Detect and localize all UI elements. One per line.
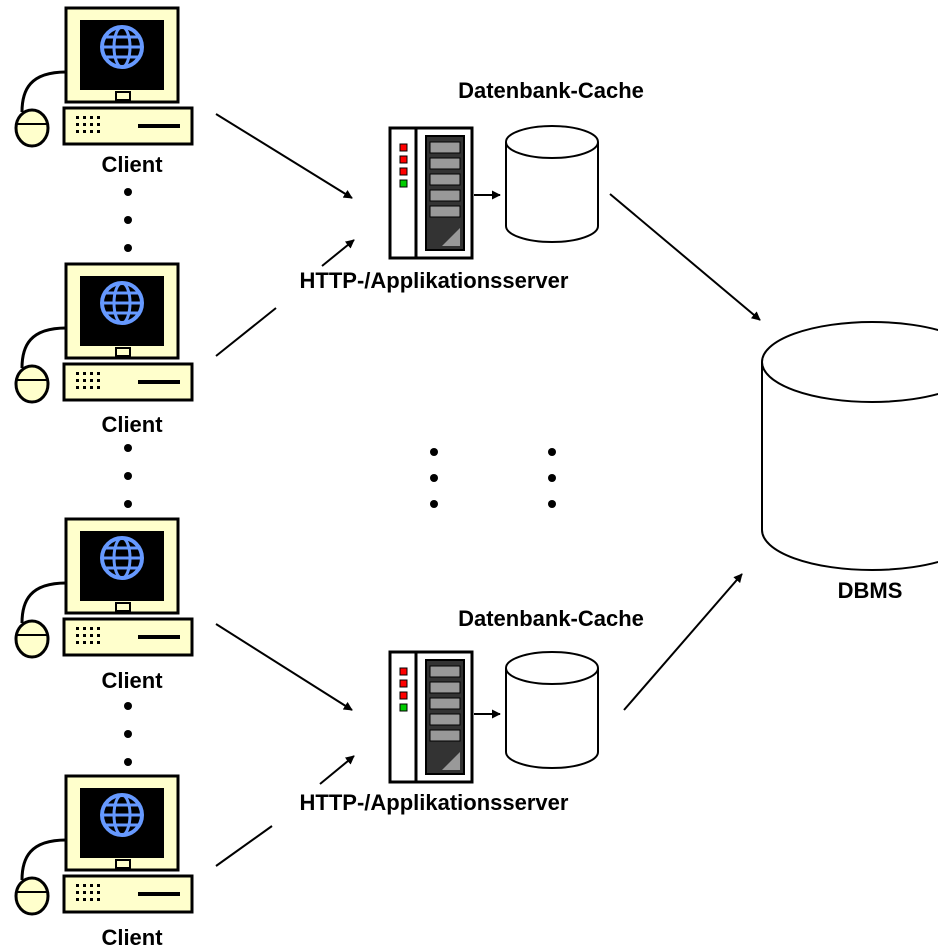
arrow-into-server1	[321, 239, 355, 267]
client-2: Client	[14, 262, 194, 437]
arrow-client3-to-server2	[215, 623, 353, 711]
client-3: Client	[14, 517, 194, 693]
client-label: Client	[101, 152, 163, 177]
server-row-1: Datenbank-Cache HTTP-/Applikationsserver	[300, 78, 644, 293]
database-cylinder-icon	[505, 651, 599, 769]
client-4: Client	[14, 774, 194, 950]
database-cylinder-top	[761, 321, 938, 403]
client-computer-icon	[14, 517, 194, 659]
arrow-into-server2	[319, 755, 355, 785]
cache-label: Datenbank-Cache	[458, 606, 644, 631]
server-label: HTTP-/Applikationsserver	[300, 268, 569, 293]
ellipsis-dots-servers	[430, 448, 556, 508]
client-1: Client	[14, 6, 194, 177]
client-label: Client	[101, 668, 163, 693]
line-client2-to-server1	[215, 307, 277, 357]
client-label: Client	[101, 412, 163, 437]
ellipsis-dots-clients	[124, 188, 132, 766]
arrow-client1-to-server1	[215, 113, 353, 199]
server-row-2: Datenbank-Cache HTTP-/Applikationsserver	[300, 606, 644, 815]
line-client4-to-server2	[215, 825, 273, 867]
client-label: Client	[101, 925, 163, 950]
dbms: DBMS	[761, 321, 938, 603]
arrow-cache1-to-dbms	[609, 193, 761, 321]
client-computer-icon	[14, 774, 194, 916]
database-cylinder-icon	[505, 125, 599, 243]
dbms-label: DBMS	[838, 578, 903, 603]
arrow-cache2-to-dbms	[623, 573, 743, 711]
server-tower-icon	[388, 126, 474, 260]
connection-arrows	[215, 113, 761, 867]
client-computer-icon	[14, 6, 194, 148]
client-computer-icon	[14, 262, 194, 404]
cache-label: Datenbank-Cache	[458, 78, 644, 103]
server-label: HTTP-/Applikationsserver	[300, 790, 569, 815]
database-cylinder-icon	[761, 362, 938, 571]
server-tower-icon	[388, 650, 474, 784]
